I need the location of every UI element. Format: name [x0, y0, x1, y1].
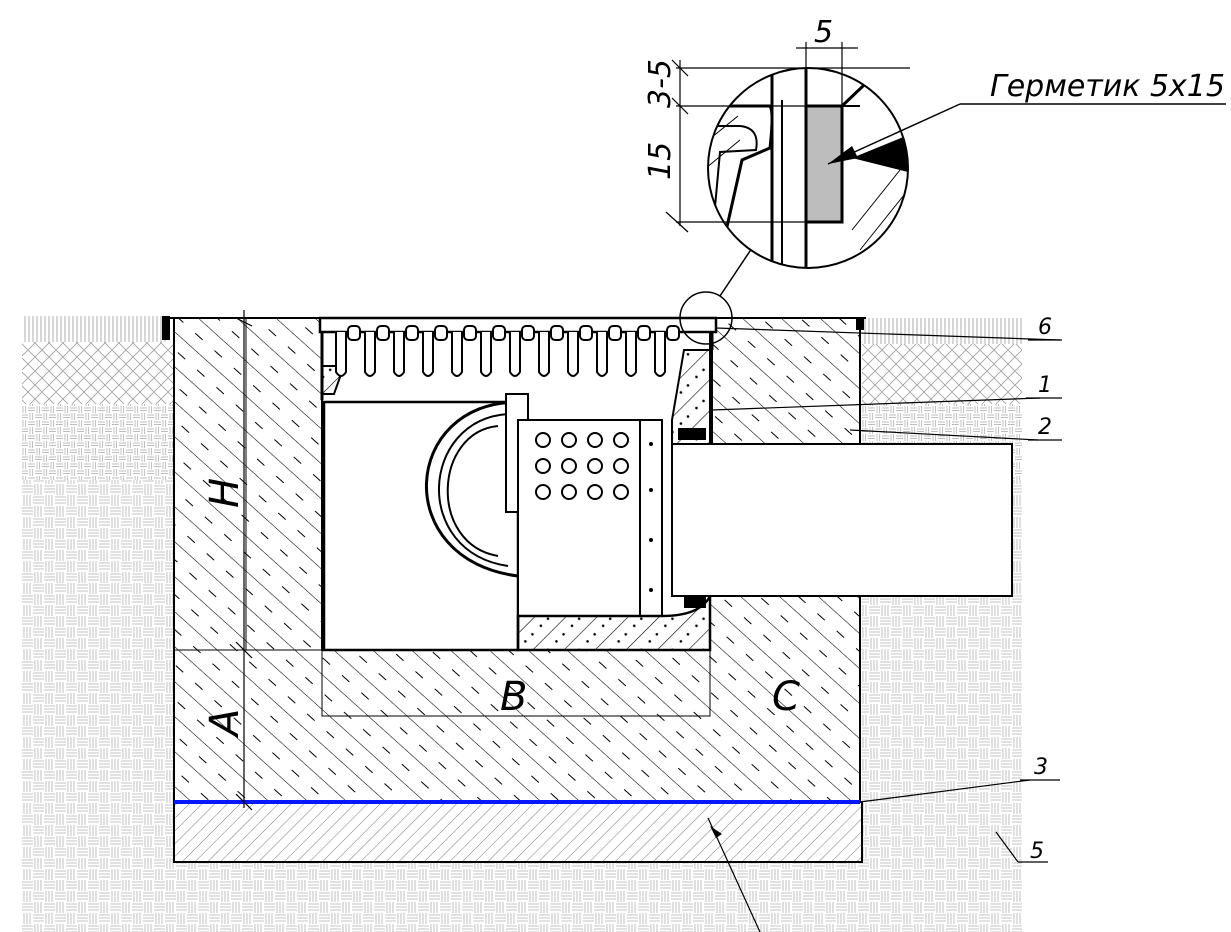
grate-bar [364, 332, 376, 377]
grate-slot [579, 325, 593, 341]
outlet-pipe [671, 443, 1013, 597]
grate-bar [451, 332, 463, 377]
grate-bar [567, 332, 579, 377]
grate-slot [405, 325, 419, 341]
dim-letter-h: H [202, 478, 248, 508]
grate-bar [509, 332, 521, 377]
dim-5: 5 [814, 15, 833, 50]
grate-bar [393, 332, 405, 377]
grate-slot [637, 325, 651, 341]
dim-letter-b: B [500, 674, 527, 720]
soil-left [22, 316, 174, 932]
part-number-3: 3 [1034, 755, 1048, 780]
grate-slot [521, 325, 535, 341]
grate-slot [492, 325, 506, 341]
part-number-5: 5 [1030, 839, 1044, 864]
grate-bar [596, 332, 608, 377]
grate-slot [376, 325, 390, 341]
dim-letter-a: A [202, 709, 248, 739]
dim-15: 15 [643, 142, 678, 180]
soil-right [862, 318, 1022, 932]
filter-holes [535, 432, 629, 500]
grate-slot [666, 325, 680, 341]
part-number-2: 2 [1038, 415, 1052, 440]
part-number-1: 1 [1038, 373, 1052, 398]
sand-bedding [173, 801, 863, 863]
grate-bar [480, 332, 492, 377]
dim-3-5: 3-5 [643, 59, 678, 108]
drainage-channel [320, 322, 714, 652]
grate-bar [654, 332, 666, 377]
grating [318, 316, 718, 377]
part-number-6: 6 [1038, 315, 1052, 340]
dimension-lines [235, 310, 253, 811]
grate-slot [550, 325, 564, 341]
dim-letter-c: C [772, 674, 800, 720]
grate-slot [463, 325, 477, 341]
sealant-callout: Герметик 5x15 [990, 69, 1225, 104]
grate-slot [608, 325, 622, 341]
grate-bar [422, 332, 434, 377]
grate-slot [347, 325, 361, 341]
grate-bar [335, 332, 347, 377]
soil-bottom [174, 862, 862, 932]
detail-marker [679, 291, 733, 345]
grate-bar [625, 332, 637, 377]
grate-bar [538, 332, 550, 377]
detail-view [707, 67, 909, 269]
grate-slot [434, 325, 448, 341]
